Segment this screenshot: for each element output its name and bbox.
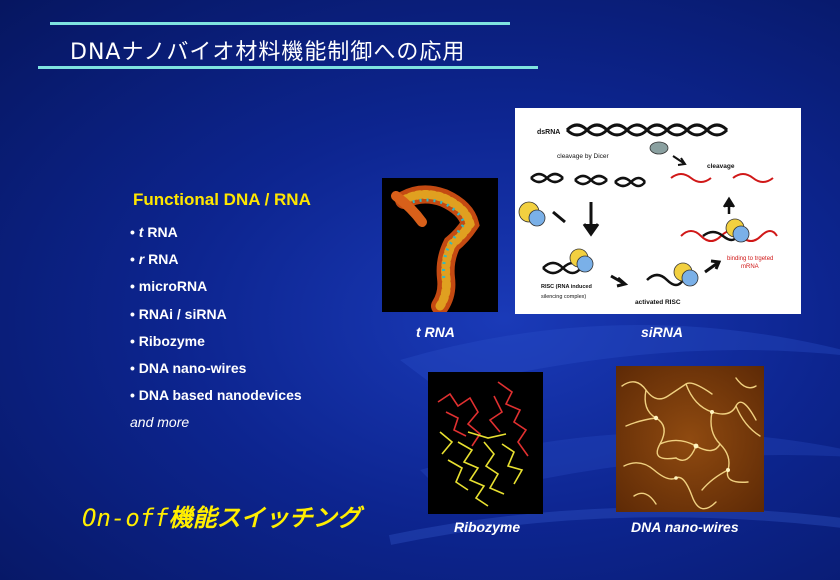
arrow-5	[610, 274, 629, 288]
ribozyme-structure	[437, 381, 529, 507]
list-item: • r RNA	[130, 251, 179, 268]
arrow-1	[672, 155, 687, 166]
dsrna-helix	[565, 123, 729, 137]
arrow-4	[582, 202, 600, 237]
label-dicer: cleavage by Dicer	[557, 153, 609, 160]
title-rule-top	[50, 22, 510, 25]
sirna-diagram: dsRNA cleavage by Dicer cleavage RISC (R…	[515, 108, 801, 314]
sirna-caption: siRNA	[641, 324, 684, 340]
afm-background	[616, 366, 764, 512]
cleaved-mrna	[670, 173, 774, 183]
list-item: • t RNA	[130, 224, 178, 240]
functional-list-heading: Functional DNA / RNA	[133, 190, 311, 209]
label-binding-1: binding to trgeted	[727, 256, 773, 262]
on-off-switching-label: On-off機能スイッチング	[82, 504, 361, 532]
title-rule-bottom	[38, 66, 538, 69]
dicer-enzyme	[649, 141, 669, 155]
label-risc-2: silencing complex)	[541, 294, 586, 300]
nanowires-image	[616, 366, 764, 512]
list-item: • microRNA	[130, 278, 208, 295]
functional-list: • t RNA • r RNA • microRNA • RNAi / siRN…	[130, 219, 302, 437]
page-title: DNAナノバイオ材料機能制御への応用	[70, 40, 466, 65]
label-activated-risc: activated RISC	[635, 299, 681, 306]
sirna-fragments	[530, 172, 646, 188]
nanowires-caption: DNA nano-wires	[631, 519, 739, 535]
risc-protein-free	[518, 201, 546, 227]
list-item: • RNAi / siRNA	[130, 305, 227, 322]
activated-risc	[646, 262, 699, 287]
ribozyme-image	[428, 372, 543, 514]
label-risc-1: RISC (RNA induced	[541, 284, 592, 290]
label-cleavage: cleavage	[707, 163, 735, 170]
arrow-6	[704, 259, 722, 274]
list-item: • DNA based nanodevices	[130, 387, 302, 404]
label-binding-2: mRNA	[741, 264, 759, 270]
afm-bright-spots	[653, 410, 730, 480]
list-item: • Ribozyme	[130, 332, 205, 349]
risc-complex	[542, 248, 594, 275]
label-dsrna: dsRNA	[537, 129, 560, 136]
list-more: and more	[130, 414, 190, 431]
trna-image	[382, 178, 498, 312]
trna-molecule	[391, 185, 480, 312]
trna-caption: t RNA	[416, 324, 455, 340]
ribozyme-caption: Ribozyme	[454, 519, 521, 535]
list-item: • DNA nano-wires	[130, 359, 247, 376]
arrow-3	[552, 210, 566, 224]
binding-complex	[680, 218, 778, 243]
arrow-2	[722, 196, 736, 214]
